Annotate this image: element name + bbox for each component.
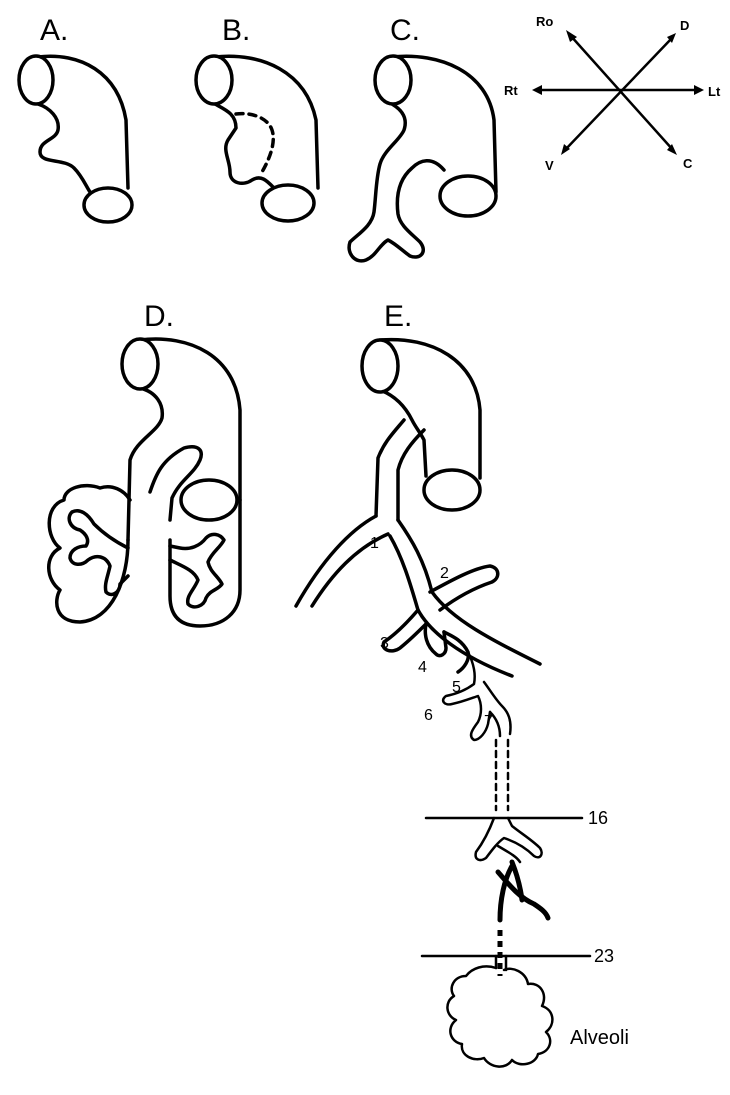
compass-caudal-label: C <box>683 156 693 171</box>
generation-2-label: 2 <box>440 565 449 582</box>
panel-c-lower-opening <box>440 176 496 216</box>
generation-3-label: 3 <box>380 635 389 652</box>
panel-a: A. <box>19 14 132 222</box>
generation-4-label: 4 <box>418 659 427 676</box>
panel-e-lower-opening <box>424 470 480 510</box>
panel-d-label: D. <box>144 300 174 333</box>
alveolar-sac <box>447 956 552 1067</box>
panel-d-lung-buds <box>49 339 240 626</box>
panel-a-upper-opening <box>19 56 53 104</box>
compass-left-label: Lt <box>708 84 721 99</box>
panel-c: C. <box>349 14 496 261</box>
panel-e-airway-tree: 16 23 Alveoli 1 2 3 4 5 6 7 <box>296 340 629 1067</box>
compass-ventral-label: V <box>545 158 554 173</box>
level-23-label: 23 <box>594 946 614 966</box>
panel-b-upper-opening <box>196 56 232 104</box>
panel-d-upper-opening <box>122 339 158 389</box>
panel-b-foregut-tube <box>196 56 318 221</box>
panel-c-foregut-with-bud <box>349 56 496 261</box>
compass-rostral-label: Ro <box>536 14 553 29</box>
compass-right-label: Rt <box>504 83 518 98</box>
panel-e: E. <box>296 300 629 1067</box>
panel-a-lower-opening <box>84 188 132 222</box>
generation-6-label: 6 <box>424 707 433 724</box>
generation-7-label: 7 <box>484 713 493 730</box>
generation-5-label: 5 <box>452 679 461 696</box>
panel-b: B. <box>196 14 318 221</box>
panel-b-lower-opening <box>262 185 314 221</box>
panel-d: D. <box>49 300 240 626</box>
panel-b-label: B. <box>222 14 250 47</box>
alveoli-label: Alveoli <box>570 1027 629 1049</box>
compass-dorsal-label: D <box>680 18 689 33</box>
panel-a-foregut-tube <box>19 56 132 222</box>
panel-d-lower-opening <box>181 480 237 520</box>
panel-c-label: C. <box>390 14 420 47</box>
panel-c-upper-opening <box>375 56 411 104</box>
orientation-compass: Ro D Rt Lt V C <box>504 14 721 173</box>
panel-e-upper-opening <box>362 340 398 392</box>
panel-a-label: A. <box>40 14 68 47</box>
generation-1-label: 1 <box>370 535 379 552</box>
panel-e-label: E. <box>384 300 412 333</box>
level-16-label: 16 <box>588 808 608 828</box>
